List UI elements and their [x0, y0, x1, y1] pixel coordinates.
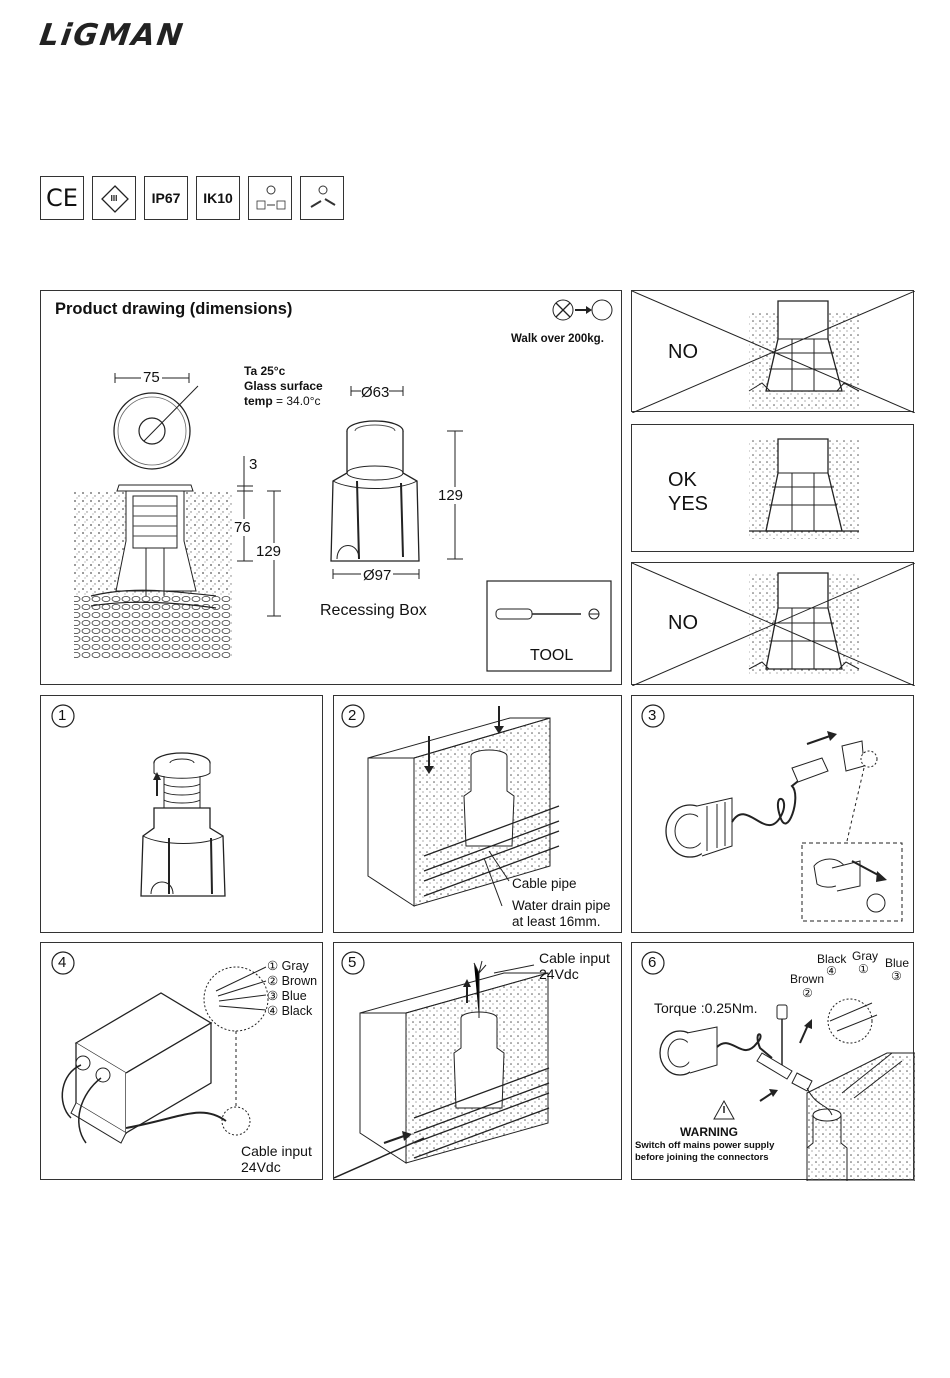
install-wrong-top-panel: NO — [631, 290, 915, 413]
step-5-number: 5 — [348, 954, 357, 971]
step-5-panel: 5 Cable input 24Vdc — [333, 942, 622, 1180]
warning-line-1: Switch off mains power supply — [635, 1140, 775, 1151]
dim-76: 76 — [234, 519, 251, 536]
dimensions-title: Product drawing (dimensions) — [55, 300, 293, 318]
ta-label: Ta 25°c — [244, 364, 286, 378]
step-4-panel: 4 ① Gray ② Brown ③ Blue ④ Black Cable in… — [40, 942, 323, 1180]
wire-gray-label: ① Gray — [267, 959, 309, 973]
drain-pipe-label-1: Water drain pipe — [512, 898, 611, 913]
temp-label: temp = 34.0°c — [244, 394, 321, 408]
torque-label: Torque :0.25Nm. — [654, 1000, 758, 1016]
recessing-box-label: Recessing Box — [320, 602, 427, 619]
wire-brown-label-6: Brown — [790, 972, 825, 986]
walk-over-label: Walk over 200kg. — [511, 333, 604, 345]
step-3-number: 3 — [648, 707, 657, 724]
step-2-number: 2 — [348, 707, 357, 724]
step-6-panel: 6 Black Gray Blue ④ ① ③ Brown ② Torque :… — [631, 942, 915, 1181]
wire-black-label-6: Black — [817, 952, 847, 966]
wire-blue-label-6: Blue — [885, 956, 910, 970]
brand-logo: LiGMAN — [37, 18, 187, 53]
step-4-number: 4 — [58, 954, 67, 971]
check-ok-label: OK — [668, 469, 697, 491]
cable-pipe-label: Cable pipe — [512, 876, 577, 891]
dim-97: Ø97 — [361, 567, 394, 584]
wire-brown-label: ② Brown — [267, 974, 318, 988]
step5-cable-input-label: Cable input — [539, 950, 610, 966]
wire-black-label: ④ Black — [267, 1004, 313, 1018]
step4-cable-input-label: Cable input — [241, 1143, 312, 1159]
warning-title: WARNING — [680, 1125, 738, 1139]
dimensions-panel: Product drawing (dimensions) Walk over 2… — [40, 290, 622, 685]
step5-voltage-label: 24Vdc — [539, 966, 579, 982]
wire-black-num-6: ④ — [826, 964, 837, 978]
dim-63: Ø63 — [361, 384, 390, 401]
step-1-panel: 1 — [40, 695, 323, 933]
ce-mark: CE — [40, 176, 84, 220]
dim-3: 3 — [249, 456, 258, 473]
diamond-icon — [101, 185, 129, 213]
connector-icon — [300, 176, 344, 220]
wire-blue-label: ③ Blue — [267, 989, 307, 1003]
step4-voltage-label: 24Vdc — [241, 1159, 281, 1175]
ip67-mark: IP67 — [144, 176, 188, 220]
warning-line-2: before joining the connectors — [635, 1152, 769, 1163]
class3-mark: III — [92, 176, 136, 220]
step-1-number: 1 — [58, 707, 67, 724]
driver-compat-icon — [248, 176, 292, 220]
walk-over-icon — [552, 299, 613, 321]
glass-surface-label: Glass surface — [244, 379, 323, 393]
drain-pipe-label-2: at least 16mm. — [512, 914, 601, 929]
wire-brown-num-6: ② — [802, 986, 813, 1000]
dim-129-right: 129 — [438, 487, 464, 504]
wire-blue-num-6: ③ — [891, 969, 902, 983]
tool-label: TOOL — [530, 647, 574, 664]
install-correct-panel: OK YES — [631, 424, 914, 552]
wire-gray-label-6: Gray — [852, 949, 879, 963]
check-bottom-label: NO — [668, 612, 698, 635]
dim-129-left: 129 — [256, 543, 282, 560]
ik10-mark: IK10 — [196, 176, 240, 220]
dim-75: 75 — [141, 369, 162, 386]
check-yes-label: YES — [668, 493, 709, 515]
step-3-panel: 3 — [631, 695, 914, 933]
screwdriver-icon — [495, 608, 600, 620]
check-top-label: NO — [668, 341, 698, 364]
step-2-panel: 2 Cable pipe Water drain pipe at least 1… — [333, 695, 622, 933]
wire-gray-num-6: ① — [858, 962, 869, 976]
step-6-number: 6 — [648, 954, 657, 971]
install-wrong-bottom-panel: NO — [631, 562, 915, 686]
